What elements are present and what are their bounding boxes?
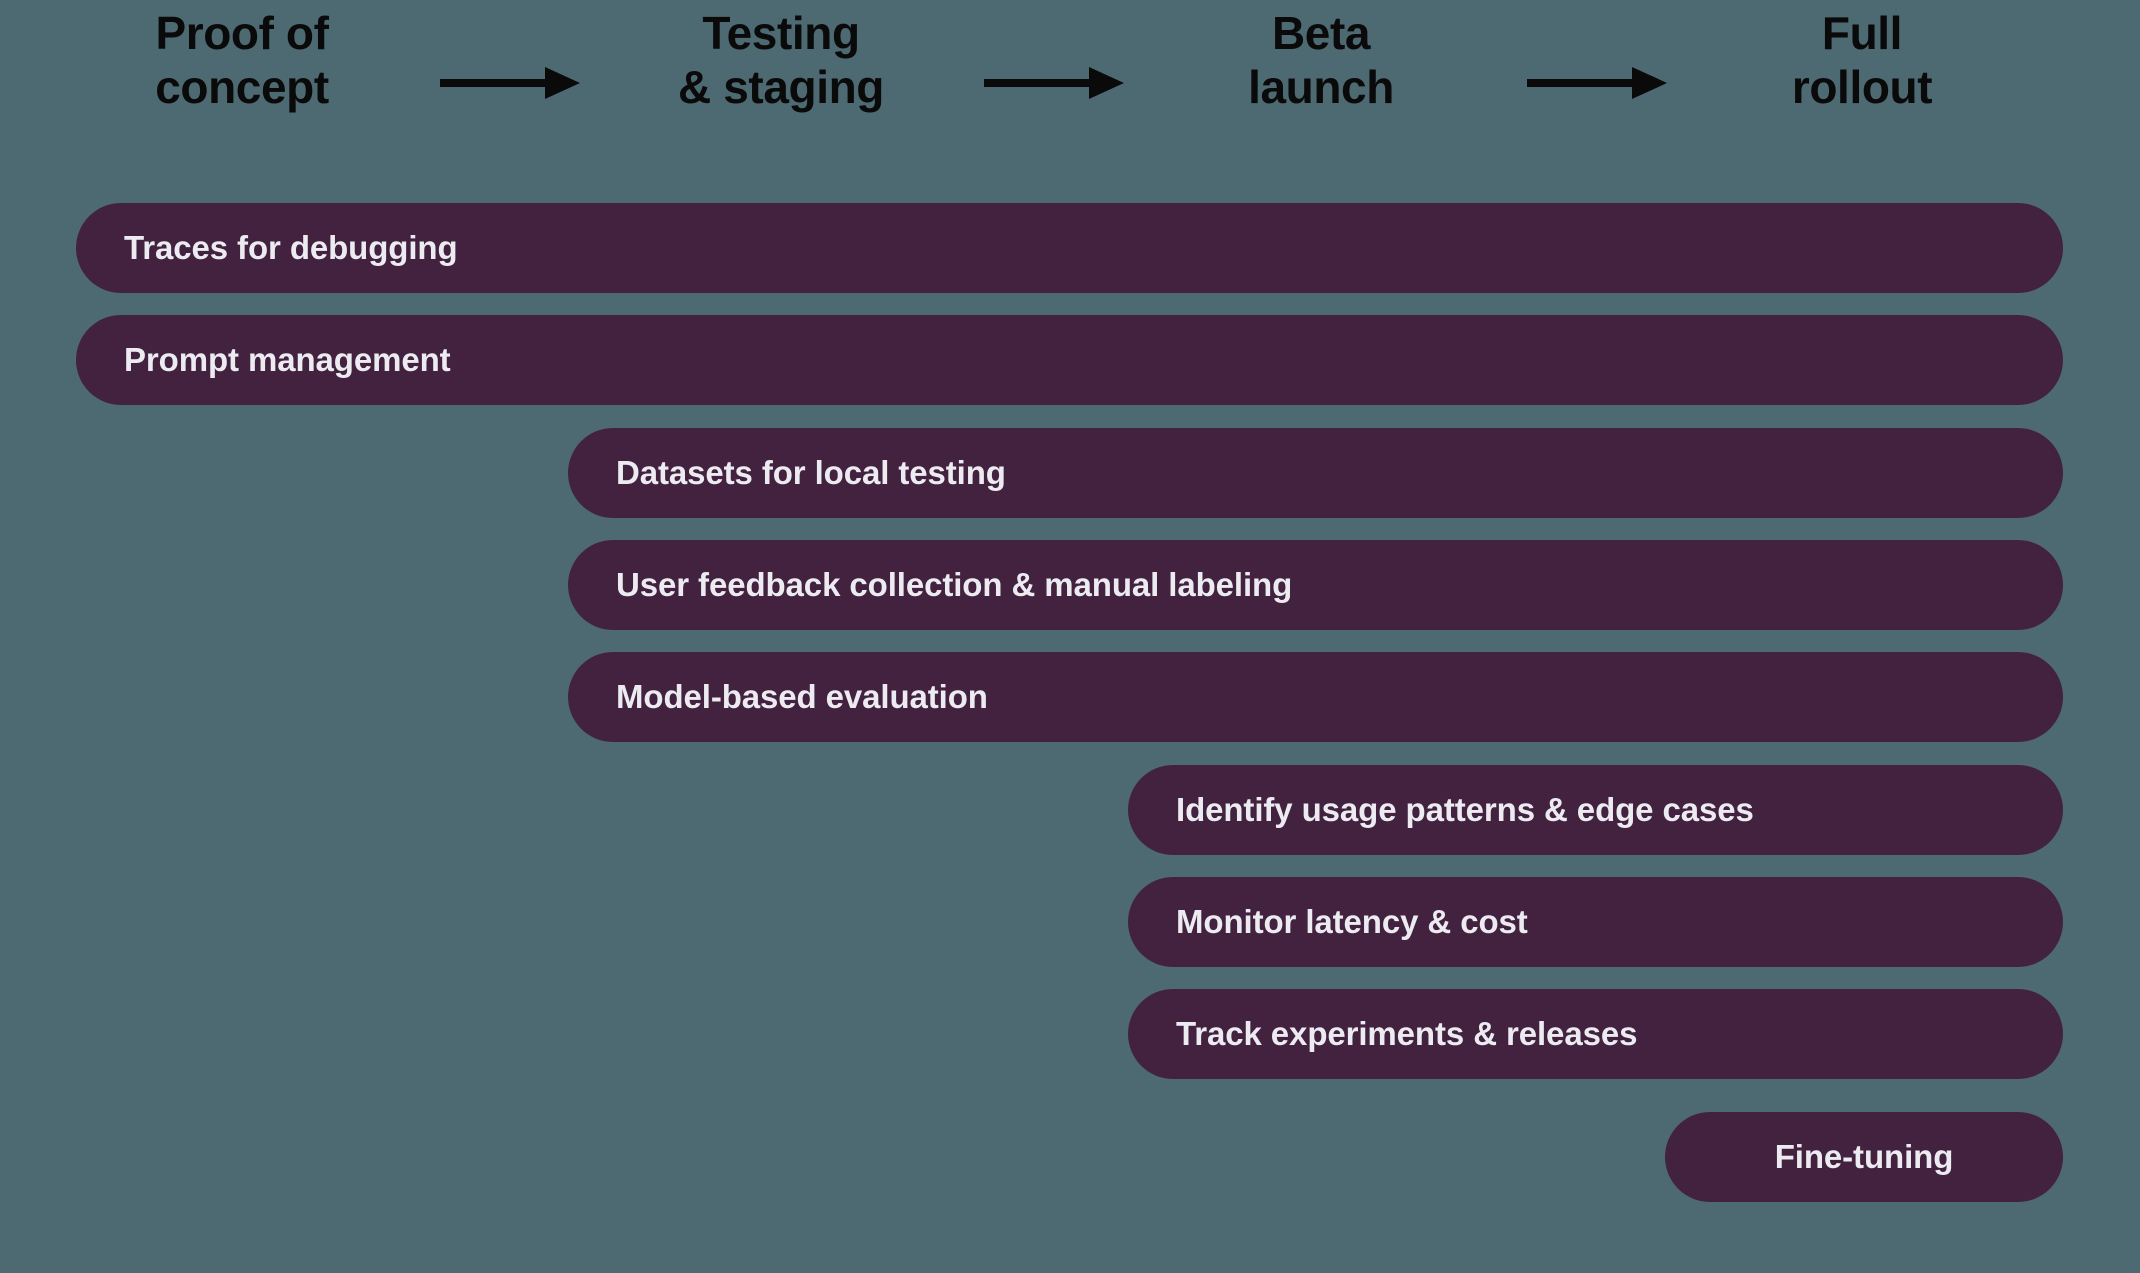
arrow-beta-to-rollout-icon: [1524, 60, 1670, 106]
arrow-testing-to-beta-icon: [981, 60, 1127, 106]
capability-bar-label: Model-based evaluation: [616, 678, 988, 715]
capability-bar-label: Track experiments & releases: [1176, 1015, 1638, 1052]
arrow-poc-to-testing-icon: [437, 60, 583, 106]
capability-bar-label: Monitor latency & cost: [1176, 903, 1528, 940]
capability-bar: Datasets for local testing: [568, 428, 2063, 518]
stage-label-4: Full rollout: [1791, 7, 1933, 114]
capability-bar: Identify usage patterns & edge cases: [1128, 765, 2063, 855]
stage-label-3: Beta launch: [1248, 7, 1394, 114]
capability-bar: Track experiments & releases: [1128, 989, 2063, 1079]
capability-bar-label: Traces for debugging: [124, 229, 458, 266]
capability-bar-label: Fine-tuning: [1774, 1138, 1954, 1175]
stage-label-2: Testing & staging: [678, 7, 884, 114]
capability-bar-label: Identify usage patterns & edge cases: [1176, 791, 1754, 828]
stage-label-1: Proof of concept: [155, 7, 329, 114]
capability-bar: Model-based evaluation: [568, 652, 2063, 742]
capability-bar-label: Prompt management: [124, 341, 451, 378]
capability-bar-label: User feedback collection & manual labeli…: [616, 566, 1293, 603]
capability-bar: Fine-tuning: [1665, 1112, 2063, 1202]
capability-bar: Prompt management: [76, 315, 2063, 405]
capability-bar-label: Datasets for local testing: [616, 454, 1006, 491]
capability-bar: Traces for debugging: [76, 203, 2063, 293]
capability-bar: Monitor latency & cost: [1128, 877, 2063, 967]
capability-bar: User feedback collection & manual labeli…: [568, 540, 2063, 630]
